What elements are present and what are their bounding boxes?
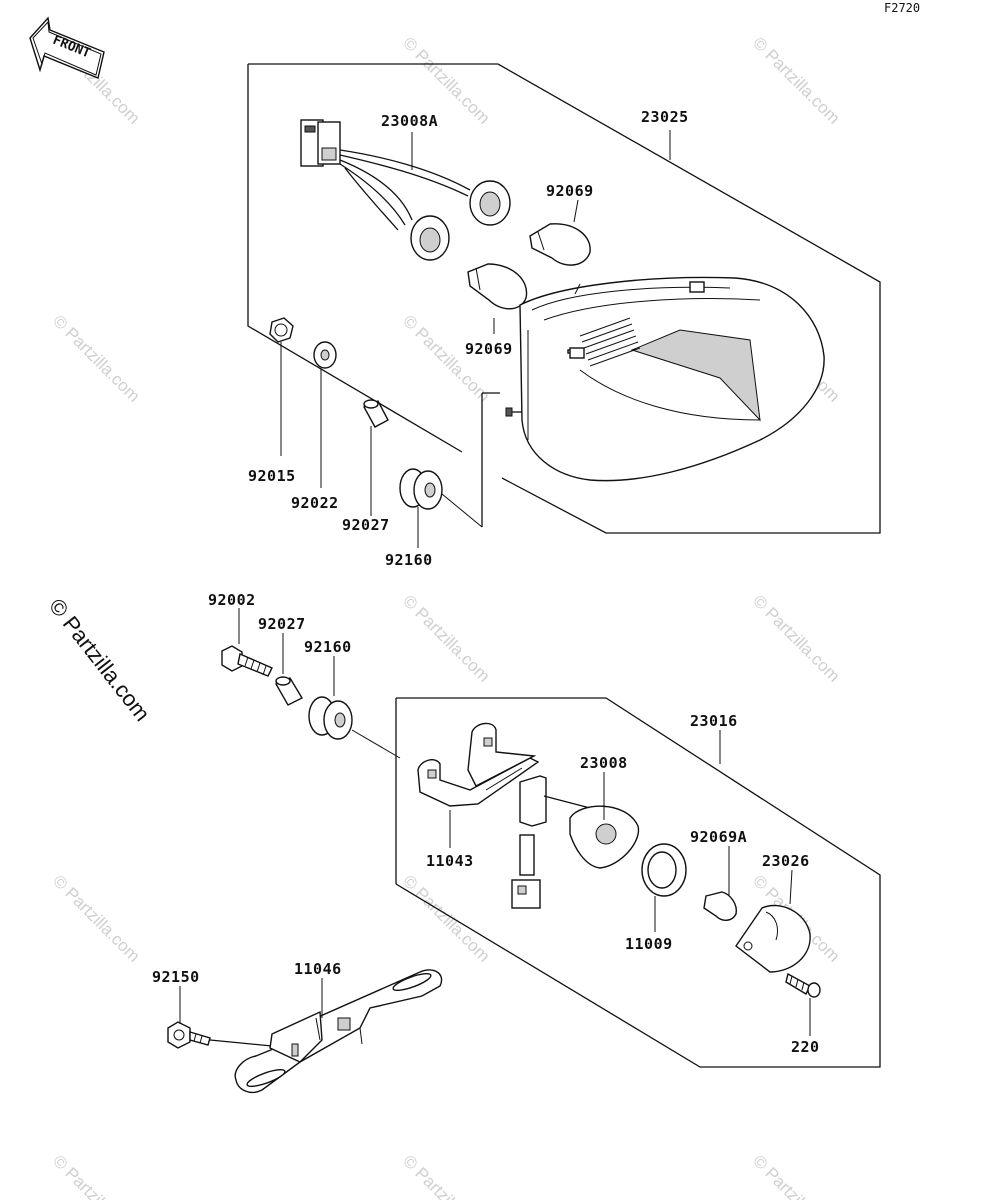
- label-92069-middle: 92069: [465, 340, 513, 358]
- wiring-harness-23008A: [300, 119, 511, 261]
- label-220: 220: [791, 1038, 820, 1056]
- leader-lines-bottom: [179, 978, 323, 1024]
- bulb-92069-top: [529, 223, 591, 266]
- watermark: © Partzilla.com: [49, 1151, 143, 1200]
- nut-92015: [269, 317, 294, 343]
- leader-lines-middle: [238, 608, 811, 1036]
- watermark: © Partzilla.com: [399, 871, 493, 965]
- label-23016: 23016: [690, 712, 738, 730]
- grommet-92160-top: [399, 468, 483, 528]
- bulb-92069-middle: [467, 263, 528, 310]
- collar-92027-bottom: [275, 676, 303, 706]
- bolt-92002: [221, 645, 273, 677]
- label-92002: 92002: [208, 591, 256, 609]
- watermark: © Partzilla.com: [399, 1151, 493, 1200]
- license-bracket-11046: [234, 969, 443, 1094]
- front-arrow-icon: FRONT: [29, 16, 105, 79]
- label-92150: 92150: [152, 968, 200, 986]
- label-92015: 92015: [248, 467, 296, 485]
- watermark: © Partzilla.com: [399, 591, 493, 685]
- label-92027-top: 92027: [342, 516, 390, 534]
- figure-code: F2720: [884, 1, 920, 15]
- label-23025: 23025: [641, 108, 689, 126]
- watermark-layer: © Partzilla.com © Partzilla.com © Partzi…: [49, 33, 843, 1200]
- leader-lines-top: [280, 130, 671, 548]
- label-11046: 11046: [294, 960, 342, 978]
- label-92160-bottom: 92160: [304, 638, 352, 656]
- gasket-11009: [641, 843, 687, 897]
- screw-220: [785, 972, 821, 998]
- lens-cover-23026: [735, 904, 811, 973]
- watermark: © Partzilla.com: [749, 591, 843, 685]
- label-11009: 11009: [625, 935, 673, 953]
- label-23008: 23008: [580, 754, 628, 772]
- watermark: © Partzilla.com: [399, 311, 493, 405]
- label-23026: 23026: [762, 852, 810, 870]
- label-23008A: 23008A: [381, 112, 438, 130]
- watermark: © Partzilla.com: [749, 33, 843, 127]
- watermark: © Partzilla.com: [49, 871, 143, 965]
- label-92160-top: 92160: [385, 551, 433, 569]
- bulb-92069A: [703, 891, 737, 921]
- assembly-23016-frame: [395, 697, 881, 1068]
- assembly-23025-frame: [247, 63, 881, 534]
- bracket-11043: [417, 722, 540, 807]
- watermark: © Partzilla.com: [49, 311, 143, 405]
- label-92027-bottom: 92027: [258, 615, 306, 633]
- bolt-92150: [167, 1021, 273, 1049]
- label-92022: 92022: [291, 494, 339, 512]
- label-92069A: 92069A: [690, 828, 747, 846]
- socket-assembly-23008: [511, 775, 640, 909]
- label-92069-top: 92069: [546, 182, 594, 200]
- watermark-primary: © Partzilla.com: [44, 594, 155, 726]
- collar-92027-top: [363, 399, 389, 428]
- tail-light-lens: [505, 276, 825, 482]
- label-11043: 11043: [426, 852, 474, 870]
- watermark: © Partzilla.com: [749, 1151, 843, 1200]
- washer-92022: [313, 341, 337, 369]
- grommet-92160-bottom: [308, 696, 401, 759]
